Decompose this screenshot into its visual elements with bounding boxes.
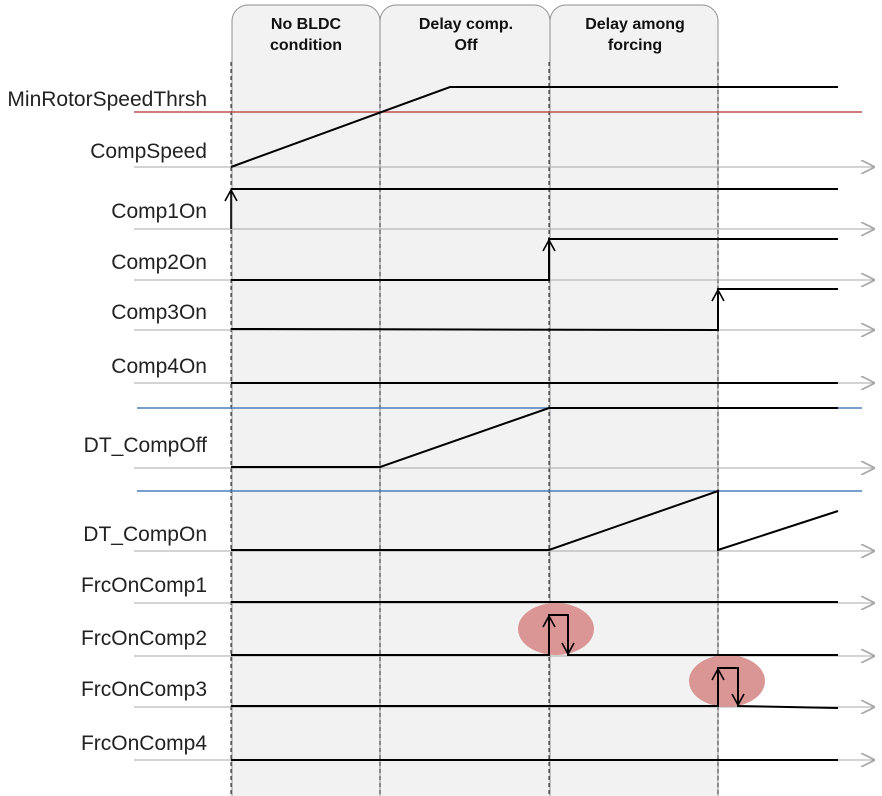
label-comp4on: Comp4On	[111, 355, 207, 378]
frconcomp2-trace	[231, 614, 838, 656]
label-comp1on: Comp1On	[111, 200, 207, 223]
frconcomp2-rise-arrow	[542, 614, 556, 655]
phase-boxes	[231, 4, 719, 796]
frconcomp3-rise-arrow	[711, 667, 725, 706]
comp3on-rising-edge-arrow	[711, 288, 725, 330]
signal-labels: MinRotorSpeedThrsh CompSpeed Comp1On Com…	[7, 88, 207, 755]
frconcomp3-pulse-highlight	[689, 655, 765, 707]
comp1on-rising-edge-arrow	[224, 188, 238, 229]
frconcomp2-fall-arrow	[561, 615, 575, 656]
phase-1-title-line-2: condition	[270, 37, 342, 54]
phase-2-title-line-1: Delay comp.	[419, 16, 513, 33]
phase-3-title-line-1: Delay among	[585, 16, 685, 33]
compspeed-trace	[230, 86, 838, 168]
frconcomp2-pulse-highlight	[518, 603, 594, 655]
dt-compon-trace	[231, 489, 839, 552]
label-frconcomp1: FrcOnComp1	[81, 574, 207, 597]
phase-delay-among-forcing	[549, 4, 719, 796]
phase-titles: No BLDC condition Delay comp. Off Delay …	[270, 16, 685, 54]
label-frconcomp3: FrcOnComp3	[81, 678, 207, 701]
frconcomp3-trace	[231, 667, 839, 709]
signal-traces	[224, 86, 839, 761]
label-dt-compoff: DT_CompOff	[84, 434, 207, 457]
label-comp2on: Comp2On	[111, 251, 207, 274]
frconcomp3-fall-arrow	[731, 668, 745, 707]
phase-3-title-line-2: forcing	[608, 37, 662, 54]
label-compspeed: CompSpeed	[90, 140, 207, 163]
phase-no-bldc-condition	[231, 4, 381, 796]
label-min-rotor-speed-thrsh: MinRotorSpeedThrsh	[7, 88, 207, 111]
comp2on-rising-edge-arrow	[542, 238, 556, 280]
label-frconcomp2: FrcOnComp2	[81, 627, 207, 650]
phase-2-title-line-2: Off	[454, 37, 478, 54]
phase-1-title-line-1: No BLDC	[271, 16, 342, 33]
label-frconcomp4: FrcOnComp4	[81, 732, 207, 755]
dt-compoff-trace	[231, 407, 838, 468]
label-comp3on: Comp3On	[111, 301, 207, 324]
phase-delay-comp-off	[379, 4, 551, 796]
label-dt-compon: DT_CompOn	[83, 523, 207, 546]
